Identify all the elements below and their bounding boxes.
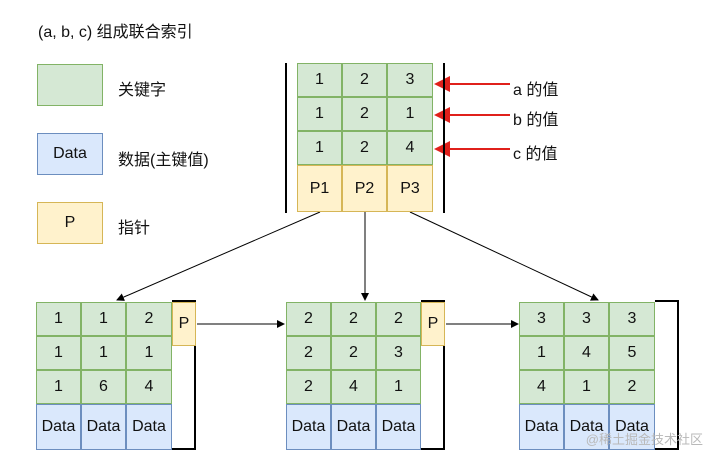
leaf-key-cell: 1 — [81, 336, 126, 370]
leaf-data-cell: Data — [376, 404, 421, 450]
leaf-key-cell: 1 — [36, 370, 81, 404]
leaf-data-cell: Data — [609, 404, 655, 450]
root-key-cell: 4 — [387, 131, 433, 165]
root-key-cell: 3 — [387, 63, 433, 97]
root-pointer-cell: P3 — [387, 165, 433, 212]
leaf-next-pointer: P — [172, 302, 196, 346]
leaf-key-cell: 2 — [286, 336, 331, 370]
root-key-cell: 1 — [297, 63, 342, 97]
leaf-key-cell: 2 — [331, 302, 376, 336]
leaf-key-cell: 1 — [36, 302, 81, 336]
root-key-cell: 2 — [342, 63, 387, 97]
leaf-key-cell: 4 — [126, 370, 172, 404]
leaf-key-cell: 2 — [286, 370, 331, 404]
annotation-a-value: a 的值 — [513, 82, 559, 99]
legend-pointer-swatch: P — [37, 202, 103, 244]
leaf-node-2-frame — [421, 300, 445, 450]
arrow-p3-to-leaf3 — [409, 211, 599, 301]
leaf-key-cell: 5 — [609, 336, 655, 370]
leaf-key-cell: 1 — [376, 370, 421, 404]
leaf-key-cell: 3 — [609, 302, 655, 336]
leaf-data-cell: Data — [36, 404, 81, 450]
leaf-key-cell: 1 — [126, 336, 172, 370]
leaf-key-cell: 2 — [286, 302, 331, 336]
annotation-c-value: c 的值 — [513, 146, 558, 163]
leaf-key-cell: 1 — [36, 336, 81, 370]
leaf-key-cell: 2 — [331, 336, 376, 370]
root-key-cell: 1 — [297, 97, 342, 131]
leaf-key-cell: 6 — [81, 370, 126, 404]
legend-data-label: 数据(主键值) — [118, 152, 209, 169]
annotation-b-value: b 的值 — [513, 112, 559, 129]
root-node-frame — [285, 63, 445, 213]
leaf-data-cell: Data — [564, 404, 609, 450]
leaf-key-cell: 4 — [564, 336, 609, 370]
leaf-key-cell: 3 — [564, 302, 609, 336]
watermark: @稀土掘金技术社区 — [585, 432, 703, 447]
leaf-data-cell: Data — [126, 404, 172, 450]
leaf-key-cell: 4 — [331, 370, 376, 404]
legend-pointer-label: 指针 — [118, 220, 151, 237]
leaf-next-pointer: P — [421, 302, 445, 346]
leaf-node-3-frame — [655, 300, 679, 450]
leaf-data-cell: Data — [519, 404, 564, 450]
arrow-p1-to-leaf1 — [116, 211, 321, 301]
leaf-key-cell: 1 — [519, 336, 564, 370]
root-key-cell: 1 — [297, 131, 342, 165]
leaf-key-cell: 1 — [564, 370, 609, 404]
leaf-data-cell: Data — [286, 404, 331, 450]
root-pointer-cell: P1 — [297, 165, 342, 212]
leaf-key-cell: 2 — [126, 302, 172, 336]
leaf-key-cell: 1 — [81, 302, 126, 336]
legend-key-swatch — [37, 64, 103, 106]
root-key-cell: 2 — [342, 97, 387, 131]
leaf-key-cell: 3 — [376, 336, 421, 370]
leaf-data-cell: Data — [331, 404, 376, 450]
legend-data-swatch: Data — [37, 133, 103, 175]
leaf-key-cell: 3 — [519, 302, 564, 336]
leaf-key-cell: 2 — [609, 370, 655, 404]
root-pointer-cell: P2 — [342, 165, 387, 212]
root-key-cell: 1 — [387, 97, 433, 131]
leaf-key-cell: 4 — [519, 370, 564, 404]
leaf-key-cell: 2 — [376, 302, 421, 336]
leaf-node-1-frame — [172, 300, 196, 450]
diagram-title: (a, b, c) 组成联合索引 — [38, 24, 193, 41]
leaf-data-cell: Data — [81, 404, 126, 450]
root-key-cell: 2 — [342, 131, 387, 165]
legend-key-label: 关键字 — [118, 82, 167, 99]
